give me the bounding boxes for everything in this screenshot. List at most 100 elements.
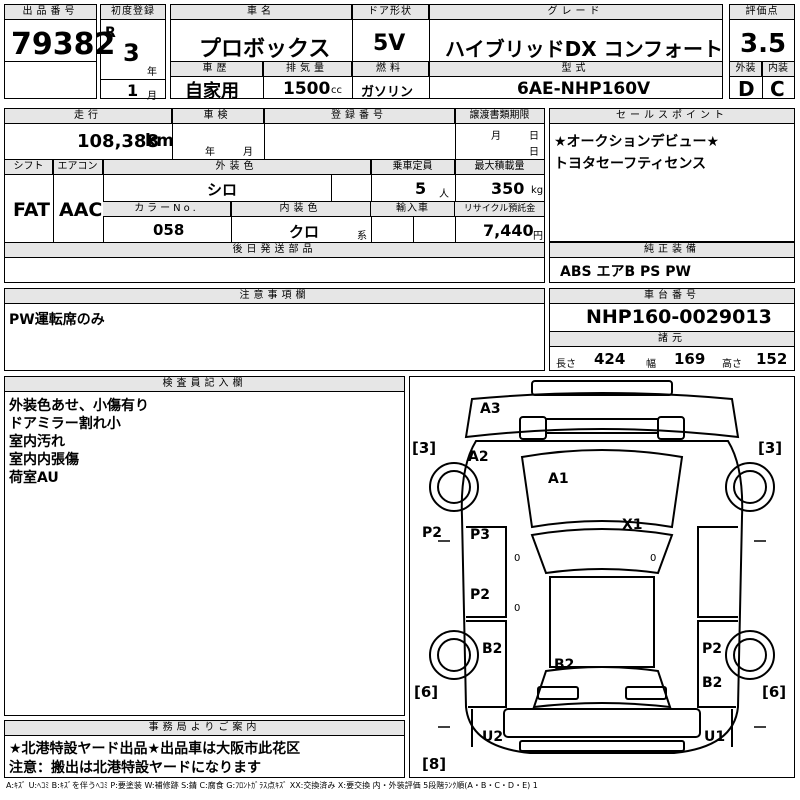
import-header: 輸入車	[371, 202, 455, 217]
height-label: 高さ	[722, 359, 742, 370]
damage-mark-b2-left: B2	[482, 641, 503, 657]
length-value: 424	[594, 350, 626, 368]
sales-point-box: セールスポイント ★オークションデビュー★ トヨタセーフティセンス	[549, 108, 795, 242]
inspector-note: 室内汚れ	[9, 434, 65, 450]
damage-mark-u1: U1	[704, 729, 726, 745]
damage-mark-p2-left: P2	[422, 525, 443, 541]
later-parts-header: 後日発送部品	[5, 243, 544, 258]
chassis-box: 車台番号 NHP160-0029013 諸元 長さ 424 幅 169 高さ 1…	[549, 288, 795, 371]
registration-year: 3	[123, 39, 140, 67]
inspector-note: ドアミラー割れ小	[9, 416, 121, 432]
model-code: 6AE-NHP160V	[517, 79, 651, 99]
damage-mark-u2: U2	[482, 729, 504, 745]
model-header: 型式	[429, 62, 722, 77]
seat-mark: 0	[650, 553, 657, 564]
mileage-header: 走行	[5, 109, 172, 124]
interior-score: C	[770, 77, 785, 101]
tire-tread-rear-left: [6]	[414, 683, 439, 701]
fuel: ガソリン	[361, 85, 414, 100]
lot-number: 79382	[11, 27, 116, 62]
capacity-header: 乗車定員	[371, 160, 455, 175]
int-header: 内装	[762, 62, 794, 77]
seat-mark: 0	[514, 553, 521, 564]
aircon-header: エアコン	[53, 160, 103, 175]
lot-number-header: 出品番号	[5, 5, 96, 20]
sales-point-2: トヨタセーフティセンス	[554, 156, 707, 172]
fuel-header: 燃料	[352, 62, 429, 77]
capacity: 5	[415, 179, 427, 198]
main-info-box: 車名 ドア形状 グレード プロボックス 5V ハイブリッドDX コンフォート 車…	[170, 4, 723, 102]
transfer-day-unit: 日	[529, 131, 539, 142]
recycle-header: リサイクル預託金	[455, 202, 544, 217]
inspector-box: 検査員記入欄 外装色あせ、小傷有り ドアミラー割れ小 室内汚れ 室内内張傷 荷室…	[4, 376, 405, 716]
chassis-header: 車台番号	[550, 289, 794, 304]
cc-unit: cc	[331, 85, 342, 96]
damage-mark-p3: P3	[470, 527, 491, 543]
inspection-header: 車検	[172, 109, 264, 124]
seat-mark: 0	[514, 603, 521, 614]
year-unit: 年	[147, 67, 157, 78]
tire-tread-rear-right: [6]	[762, 683, 787, 701]
specs-header: 諸元	[550, 332, 794, 347]
month-unit: 月	[147, 91, 157, 102]
kg-unit: kg	[531, 185, 544, 196]
color-number: 058	[153, 221, 185, 239]
caution-text: PW運転席のみ	[9, 312, 105, 328]
exterior-score: D	[738, 77, 755, 101]
genuine-equipment: ABS エアB PS PW	[560, 264, 691, 280]
damage-mark-b2-right: B2	[702, 675, 723, 691]
office-header: 事務局よりご案内	[5, 721, 404, 736]
transfer-header: 譲渡書類期限	[455, 109, 544, 124]
overall-score: 3.5	[740, 29, 787, 59]
detail-box: 走行 車検 登録番号 譲渡書類期限 108,388 km 年 月 月 日 日 シ…	[4, 108, 545, 283]
shift-header: シフト	[5, 160, 53, 175]
inspector-note: 荷室AU	[9, 470, 59, 486]
genuine-header: 純正装備	[550, 243, 794, 258]
damage-mark-b2-center: B2	[554, 657, 575, 673]
chassis-number: NHP160-0029013	[586, 306, 772, 328]
ext-color-header: 外装色	[103, 160, 371, 175]
yen-unit: 円	[533, 231, 543, 242]
office-box: 事務局よりご案内 ★北港特設ヤード出品★出品車は大阪市此花区 注意：搬出は北港特…	[4, 720, 405, 778]
mileage: 108,388	[77, 131, 159, 152]
kei-unit: 系	[357, 231, 367, 242]
width-value: 169	[674, 350, 706, 368]
first-registration-header: 初度登録	[101, 5, 165, 20]
damage-mark-a3: A3	[480, 401, 501, 417]
door-type: 5V	[373, 31, 406, 56]
displacement: 1500	[283, 79, 331, 99]
history-header: 車歴	[171, 62, 263, 77]
ext-header: 外装	[730, 62, 762, 77]
registration-month: 1	[127, 81, 139, 100]
score-box: 評価点 3.5 外装 内装 D C	[729, 4, 795, 101]
length-label: 長さ	[556, 359, 576, 370]
transfer-day2-unit: 日	[529, 147, 539, 158]
color-no-header: カラーNo.	[103, 202, 231, 217]
int-color: クロ	[289, 223, 320, 241]
inspector-header: 検査員記入欄	[5, 377, 404, 392]
genuine-equip-box: 純正装備 ABS エアB PS PW	[549, 242, 795, 283]
car-name: プロボックス	[199, 37, 331, 62]
max-load-header: 最大積載量	[455, 160, 544, 175]
office-line-2: 注意：搬出は北港特設ヤードになります	[9, 760, 261, 776]
car-outline	[429, 380, 775, 754]
grade: ハイブリッドDX コンフォート	[445, 37, 723, 61]
height-value: 152	[756, 350, 788, 368]
damage-mark-a1: A1	[548, 471, 569, 487]
first-registration-box: 初度登録 R 3 年 1 月	[100, 4, 166, 102]
km-unit: km	[145, 131, 175, 151]
caution-box: 注意事項欄 PW運転席のみ	[4, 288, 545, 371]
transfer-month-unit: 月	[491, 131, 501, 142]
vehicle-history: 自家用	[185, 81, 239, 102]
caution-header: 注意事項欄	[5, 289, 544, 304]
sales-point-header: セールスポイント	[550, 109, 794, 124]
office-line-1: ★北港特設ヤード出品★出品車は大阪市此花区	[9, 741, 301, 757]
registration-era: R	[105, 25, 116, 41]
displacement-header: 排気量	[263, 62, 352, 77]
score-header: 評価点	[730, 5, 794, 20]
car-name-header: 車名	[171, 5, 352, 20]
int-color-header: 内装色	[231, 202, 371, 217]
damage-legend: A:ｷｽﾞ U:ﾍｺﾐ B:ｷｽﾞを伴うﾍｺﾐ P:要塗装 W:補修跡 S:錆 …	[6, 781, 538, 790]
people-unit: 人	[439, 189, 449, 200]
lot-number-box: 出品番号 79382	[4, 4, 115, 99]
